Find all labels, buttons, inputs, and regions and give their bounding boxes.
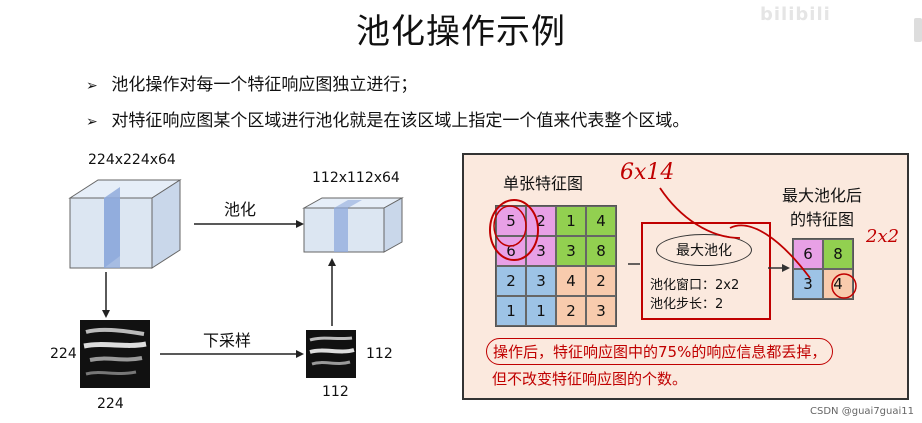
output-volume-cube xyxy=(302,197,404,253)
bullet-arrow-icon: ➢ xyxy=(86,78,98,94)
stride-label: 池化步长：2 xyxy=(650,297,724,312)
grid-cell: 1 xyxy=(526,296,556,326)
single-map-label: 单张特征图 xyxy=(503,174,584,193)
grid-cell: 2 xyxy=(556,296,586,326)
bullet-1: ➢ 池化操作对每一个特征响应图独立进行； xyxy=(86,70,417,95)
grid-cell: 1 xyxy=(556,206,586,236)
window-size-label: 池化窗口：2x2 xyxy=(650,278,740,293)
scrollbar-handle[interactable] xyxy=(914,18,922,42)
bullet-2-text: 对特征响应图某个区域进行池化就是在该区域上指定一个值来代表整个区域。 xyxy=(111,111,690,131)
feature-map-image-224 xyxy=(80,320,150,388)
handwritten-annotations xyxy=(489,187,857,299)
max-pool-ellipse: 最大池化 xyxy=(656,234,752,266)
grid-cell: 4 xyxy=(556,266,586,296)
annotation-top: 6x14 xyxy=(620,160,675,185)
grid-cell: 2 xyxy=(496,266,526,296)
pool-label: 池化 xyxy=(224,200,257,219)
bullet-2: ➢ 对特征响应图某个区域进行池化就是在该区域上指定一个值来代表整个区域。 xyxy=(86,106,689,131)
bullet-1-text: 池化操作对每一个特征响应图独立进行； xyxy=(111,75,418,95)
output-dim-label: 112x112x64 xyxy=(312,170,400,186)
grid-cell: 2 xyxy=(586,266,616,296)
img-left-width: 224 xyxy=(97,396,124,412)
img-right-height: 112 xyxy=(366,346,393,362)
grid-cell: 8 xyxy=(586,236,616,266)
grid-cell: 4 xyxy=(586,206,616,236)
grid-cell: 1 xyxy=(496,296,526,326)
result-cell: 8 xyxy=(823,239,853,269)
bilibili-watermark-logo: bilibili xyxy=(760,4,831,25)
grid-cell: 3 xyxy=(526,266,556,296)
grid-cell: 2 xyxy=(526,206,556,236)
result-title-line1: 最大池化后 xyxy=(782,186,863,205)
feature-map-image-112 xyxy=(306,330,356,378)
panel-arrows xyxy=(628,263,790,272)
grid-cell: 3 xyxy=(586,296,616,326)
bullet-arrow-icon: ➢ xyxy=(86,114,98,130)
img-right-width: 112 xyxy=(322,384,349,400)
page-title: 池化操作示例 xyxy=(356,12,566,52)
csdn-credit: CSDN @guai7guai11 xyxy=(810,406,914,417)
note-line-2: 但不改变特征响应图的个数。 xyxy=(492,370,688,388)
result-title-line2: 的特征图 xyxy=(790,210,855,229)
note-line-1: 操作后，特征响应图中的75%的响应信息都丢掉， xyxy=(486,338,834,365)
annotation-right: 2x2 xyxy=(866,226,900,247)
img-left-height: 224 xyxy=(50,346,77,362)
downsample-label: 下采样 xyxy=(203,331,252,350)
grid-cell: 3 xyxy=(556,236,586,266)
pooling-diagram xyxy=(68,179,404,388)
input-dim-label: 224x224x64 xyxy=(88,152,176,168)
max-pool-label: 最大池化 xyxy=(676,243,732,259)
input-volume-cube xyxy=(68,179,182,269)
